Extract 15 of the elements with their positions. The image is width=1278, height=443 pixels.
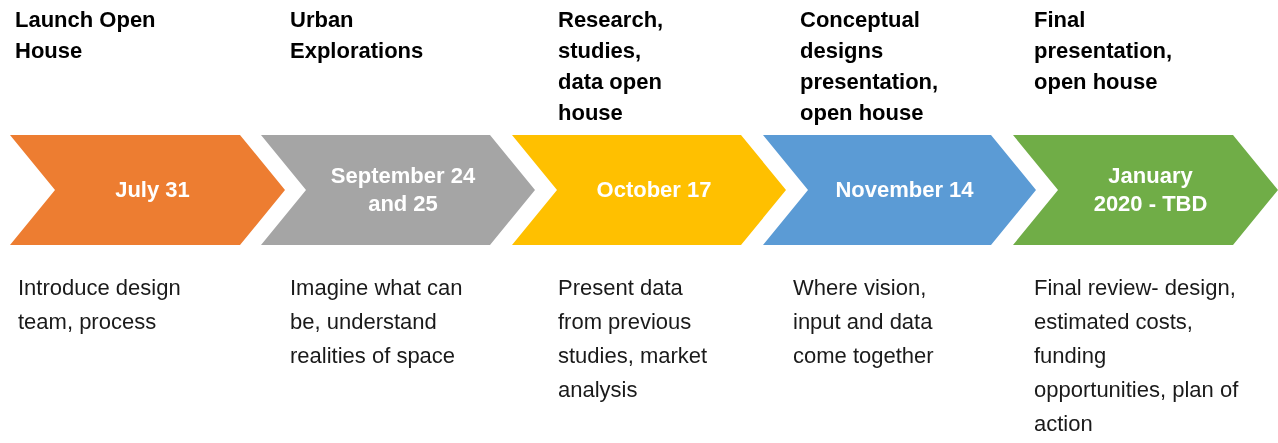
step-description: Present data from previous studies, market analysis [558,274,709,404]
step-description: Imagine what can be, understand realities of space [290,274,464,370]
date-label: November 14 [834,176,975,204]
date-label: October 17 [595,176,713,204]
date-label: July 31 [114,176,191,204]
step-heading: Urban Explorations [290,6,425,65]
step-description: Final review- design, estimated costs, funding opportunities, plan of action [1034,274,1240,438]
date-label: September 24 and 25 [329,162,477,218]
step-heading: Research, studies, data open house [558,6,665,127]
step-heading: Launch Open House [15,6,157,65]
step-description: Introduce design team, process [18,274,182,336]
step-description: Where vision, input and data come together [793,274,935,370]
date-label: January 2020 - TBD [1092,162,1209,218]
step-heading: Conceptual designs presentation, open house [800,6,940,127]
step-heading: Final presentation, open house [1034,6,1174,96]
